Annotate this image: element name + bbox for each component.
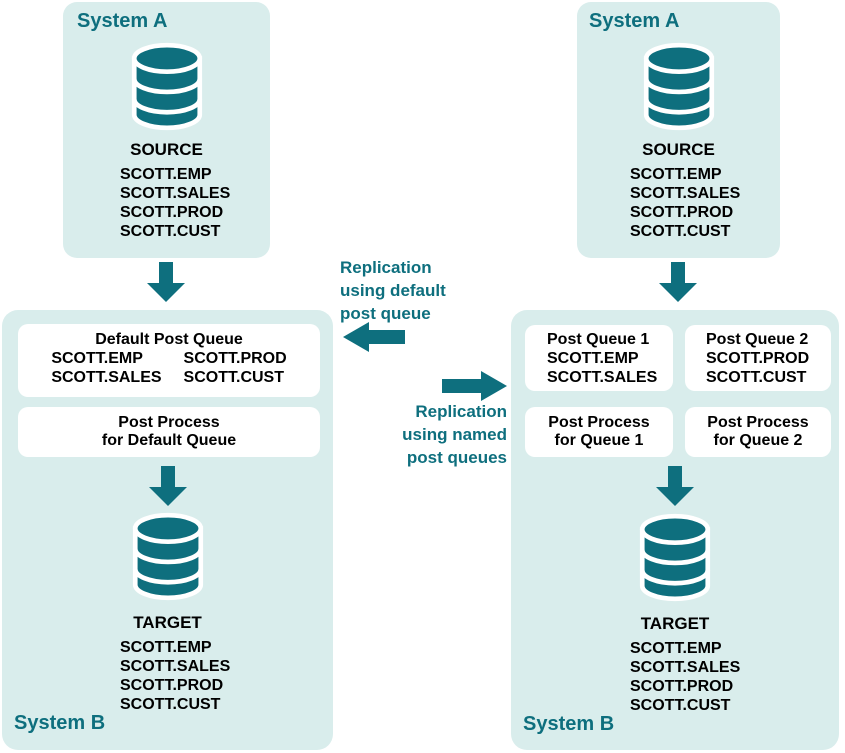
table-name: SCOTT.CUST [120,696,221,713]
database-icon [131,42,202,131]
table-name: SCOTT.CUST [706,369,807,386]
process-line: Post Process [707,414,809,431]
post-process-1-box: Post Process for Queue 1 [525,407,673,457]
default-post-queue-title: Default Post Queue [95,331,243,348]
post-queue-2-box: Post Queue 2 SCOTT.PROD SCOTT.CUST [685,325,831,391]
table-name: SCOTT.SALES [630,185,741,202]
process-line: for Queue 1 [554,432,644,449]
database-icon [643,42,714,131]
target-label: TARGET [640,614,710,633]
table-name: SCOTT.PROD [706,350,810,367]
table-name: SCOTT.PROD [630,204,734,221]
target-label: TARGET [133,613,202,632]
table-name: SCOTT.EMP [630,166,722,183]
table-name: SCOTT.PROD [630,678,734,695]
arrow-right-icon [442,371,507,401]
table-name: SCOTT.EMP [120,166,212,183]
table-name: SCOTT.CUST [630,697,731,714]
process-line: Post Process [118,414,220,431]
table-name: SCOTT.PROD [120,204,224,221]
table-name: SCOTT.EMP [547,350,639,367]
system-a-left-title: System A [77,10,168,32]
table-name: SCOTT.EMP [51,350,143,367]
table-name: SCOTT.SALES [120,658,231,675]
post-process-2-box: Post Process for Queue 2 [685,407,831,457]
table-name: SCOTT.PROD [120,677,224,694]
arrow-down-icon [148,466,187,506]
post-queue-1-box: Post Queue 1 SCOTT.EMP SCOTT.SALES [525,325,673,391]
system-a-right-title: System A [589,10,680,32]
table-name: SCOTT.SALES [51,369,162,386]
table-name: SCOTT.SALES [630,659,741,676]
replication-default-label: Replication using default post queue [340,258,446,323]
database-icon [132,512,203,601]
arrow-down-icon [147,262,185,302]
system-b-left-title: System B [14,712,106,734]
source-label: SOURCE [130,140,203,159]
table-name: SCOTT.PROD [183,350,287,367]
table-name: SCOTT.CUST [630,223,731,240]
replication-named-label: Replication using named post queues [402,402,507,467]
system-b-right-title: System B [523,713,615,735]
arrow-down-icon [656,466,694,506]
system-a-right-panel: System A SOURCE SCOTT.EMP SCOTT.SALES SC… [577,2,780,258]
table-name: SCOTT.EMP [630,640,722,657]
process-line: for Default Queue [101,432,237,449]
post-queue-2-title: Post Queue 2 [706,331,809,348]
arrow-down-icon [659,262,697,302]
database-icon [639,513,711,602]
table-name: SCOTT.EMP [120,639,212,656]
process-line: Post Process [548,414,650,431]
table-name: SCOTT.CUST [120,223,221,240]
target-table-list-left: SCOTT.EMP SCOTT.SALES SCOTT.PROD SCOTT.C… [120,638,230,714]
default-post-queue-tables: SCOTT.EMP SCOTT.PROD SCOTT.SALES SCOTT.C… [18,349,320,387]
arrow-left-icon [343,322,405,352]
process-line: for Queue 2 [713,432,803,449]
source-table-list-right: SCOTT.EMP SCOTT.SALES SCOTT.PROD SCOTT.C… [630,165,740,241]
post-queue-1-title: Post Queue 1 [547,331,650,348]
table-name: SCOTT.SALES [120,185,231,202]
default-post-queue-box: Default Post Queue SCOTT.EMP SCOTT.PROD … [18,324,320,397]
table-name: SCOTT.CUST [183,369,284,386]
target-table-list-right: SCOTT.EMP SCOTT.SALES SCOTT.PROD SCOTT.C… [630,639,740,715]
default-post-process-box: Post Process for Default Queue [18,407,320,457]
table-name: SCOTT.SALES [547,369,658,386]
system-b-right-panel: Post Queue 1 SCOTT.EMP SCOTT.SALES Post … [511,310,839,750]
system-a-left-panel: System A SOURCE SCOTT.EMP SCOTT.SALES SC… [63,2,270,258]
system-b-left-panel: Default Post Queue SCOTT.EMP SCOTT.PROD … [2,310,333,750]
source-label: SOURCE [642,140,715,159]
source-table-list-left: SCOTT.EMP SCOTT.SALES SCOTT.PROD SCOTT.C… [120,165,230,241]
